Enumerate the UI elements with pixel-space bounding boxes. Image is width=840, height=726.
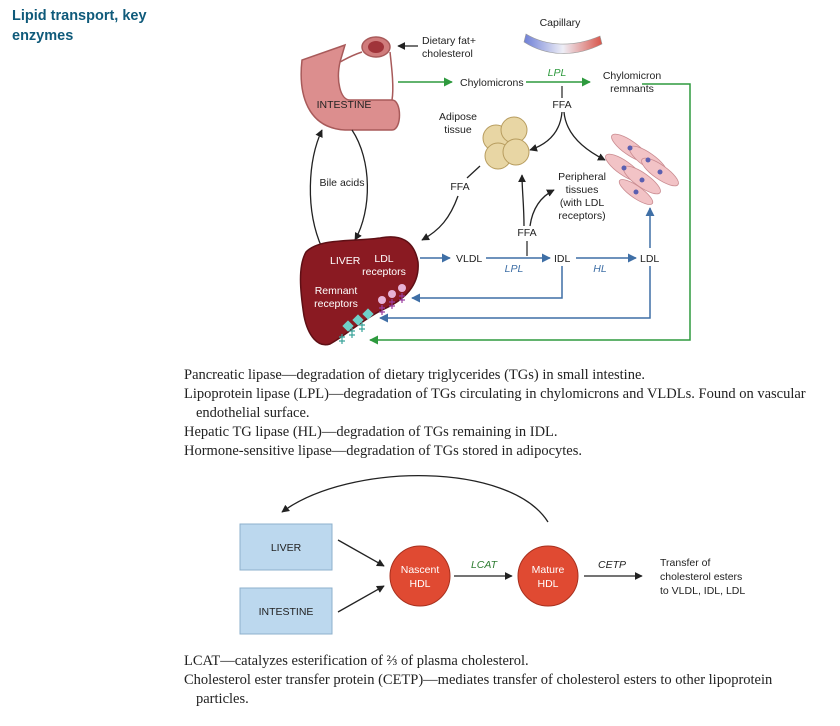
lcat-label: LCAT	[471, 559, 499, 571]
intestine-box	[239, 587, 333, 635]
capillary-label: Capillary	[540, 17, 582, 29]
ffa-label-left: FFA	[450, 181, 469, 193]
ldl-receptors-label-2: receptors	[362, 266, 406, 278]
adipose-label-2: tissue	[444, 124, 472, 136]
liver-box-label: LIVER	[271, 542, 302, 554]
chylomicron-remnants-label: Chylomicron	[603, 70, 662, 82]
idl-label: IDL	[554, 253, 571, 265]
peripheral-tissues-label-3: (with LDL	[560, 197, 605, 209]
liver-illustration: LIVER LDL receptors Remnant receptors	[299, 236, 419, 346]
chylomicrons-label: Chylomicrons	[460, 77, 524, 89]
intestine-box-label: INTESTINE	[259, 606, 314, 618]
liver-label: LIVER	[330, 255, 361, 267]
hdl-note-cetp: Cholesterol ester transfer protein (CETP…	[184, 672, 773, 707]
enzyme-notes: Pancreatic lipase—degradation of dietary…	[184, 366, 814, 461]
lpl-enzyme-label-top: LPL	[548, 67, 567, 79]
dietary-fat-label: Dietary fat+	[422, 35, 476, 47]
mature-hdl-label-2: HDL	[537, 578, 558, 590]
hdl-notes: LCAT—catalyzes esterification of ⅔ of pl…	[184, 652, 814, 709]
adipose-label: Adipose	[439, 111, 477, 123]
remnant-receptors-label-2: receptors	[314, 298, 358, 310]
remnant-receptors-label: Remnant	[315, 285, 358, 297]
transfer-label-2: cholesterol esters	[660, 571, 742, 583]
liver-box	[239, 523, 333, 571]
peripheral-tissues-label-2: tissues	[566, 184, 599, 196]
ldl-label: LDL	[640, 253, 659, 265]
enzyme-note-hormone-sensitive-lipase: Hormone-sensitive lipase—degradation of …	[184, 443, 582, 459]
ldl-receptors-label: LDL	[374, 253, 393, 265]
peripheral-tissue-illustration	[605, 133, 679, 205]
transfer-label-3: to VLDL, IDL, LDL	[660, 585, 745, 597]
enzyme-note-lipoprotein-lipase: Lipoprotein lipase (LPL)—degradation of …	[184, 386, 806, 421]
lpl-enzyme-label-bottom: LPL	[505, 263, 524, 275]
hdl-note-lcat: LCAT—catalyzes esterification of ⅔ of pl…	[184, 653, 529, 669]
section-title: Lipid transport, key enzymes	[12, 8, 147, 44]
ffa-label-top: FFA	[552, 99, 571, 111]
peripheral-tissues-label: Peripheral	[558, 171, 606, 183]
chylomicron-remnants-label-2: remnants	[610, 83, 654, 95]
cetp-label: CETP	[598, 559, 626, 571]
peripheral-tissues-label-4: receptors)	[558, 210, 605, 222]
nascent-hdl-label-2: HDL	[409, 578, 430, 590]
intestine-illustration: INTESTINE	[300, 36, 401, 131]
nascent-hdl-label: Nascent	[401, 564, 440, 576]
cholesterol-label: cholesterol	[422, 48, 473, 60]
nascent-hdl-node	[389, 545, 451, 607]
enzyme-note-hepatic-lipase: Hepatic TG lipase (HL)—degradation of TG…	[184, 424, 558, 440]
ffa-label-mid: FFA	[517, 227, 536, 239]
mature-hdl-label: Mature	[532, 564, 565, 576]
bile-acids-label: Bile acids	[320, 177, 365, 189]
vldl-label: VLDL	[456, 253, 482, 265]
mature-hdl-node	[517, 545, 579, 607]
hl-enzyme-label: HL	[593, 263, 607, 275]
transfer-label: Transfer of	[660, 557, 710, 569]
intestine-label: INTESTINE	[317, 99, 372, 111]
adipose-tissue-illustration: Adipose tissue	[439, 111, 530, 170]
capillary-illustration: Capillary	[523, 17, 603, 54]
enzyme-note-pancreatic-lipase: Pancreatic lipase—degradation of dietary…	[184, 367, 646, 383]
